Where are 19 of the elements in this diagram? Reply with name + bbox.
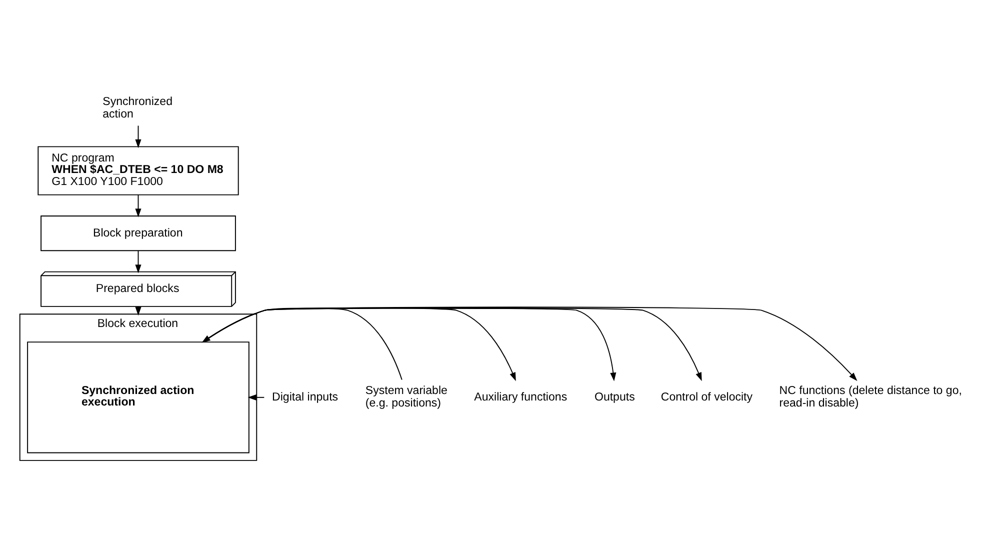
arrow [135, 124, 142, 148]
arrow [202, 307, 402, 380]
node-text: NC functions (delete distance to go, read-in disable) [779, 384, 962, 410]
node-text: Outputs [594, 390, 635, 403]
node-text: Auxiliary functions [474, 390, 568, 403]
node-text: Synchronized action [102, 95, 173, 120]
arrow [135, 250, 142, 273]
node-box: Block preparation [40, 215, 236, 251]
arrow [202, 306, 516, 381]
node-box: NC program WHEN $AC_DTEB <= 10 DO M8 G1 X100 Y100 F1000 [38, 146, 239, 195]
node-text: Control of velocity [660, 390, 753, 403]
arrow [202, 307, 616, 381]
arrow [202, 306, 702, 381]
arrow [202, 306, 858, 381]
arrow [248, 394, 265, 400]
node-text: Digital inputs [272, 390, 338, 403]
arrow [135, 194, 142, 217]
node-text: System variable (e.g. positions) [365, 384, 448, 410]
node-box: Synchronized action execution [27, 341, 250, 453]
